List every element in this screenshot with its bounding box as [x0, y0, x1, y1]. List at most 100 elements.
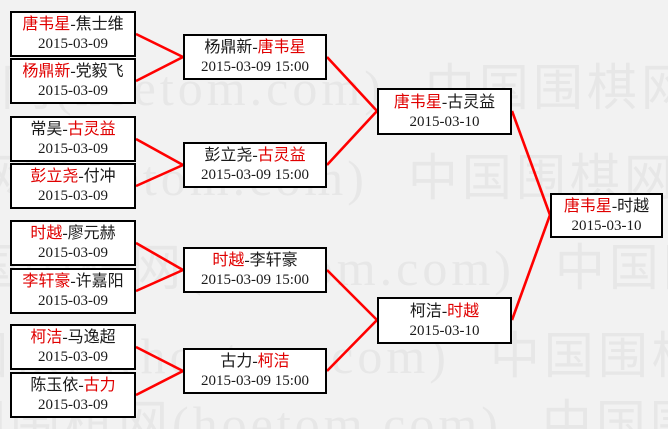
vs-dash: - — [78, 168, 84, 185]
connector — [135, 32, 184, 59]
match-date: 2015-03-09 — [38, 349, 108, 365]
match-players: 唐韦星-焦士维 — [22, 14, 123, 35]
match-date: 2015-03-10 — [409, 322, 480, 339]
match-round1-1: 唐韦星-焦士维 2015-03-09 — [10, 11, 136, 57]
player-name: 党毅飞 — [75, 63, 124, 80]
player-name: 廖元赫 — [67, 225, 116, 242]
match-round2-1: 杨鼎新-唐韦星 2015-03-09 15:00 — [183, 34, 327, 80]
player-name: 彭立尧 — [30, 168, 79, 185]
match-players: 唐韦星-时越 — [564, 196, 649, 217]
player-name: 李轩豪 — [249, 252, 298, 269]
player-name: 彭立尧 — [204, 147, 253, 164]
connector — [510, 110, 552, 216]
connector — [326, 269, 378, 321]
connector — [135, 55, 184, 83]
connector — [135, 163, 184, 188]
match-date: 2015-03-09 — [38, 36, 108, 52]
match-round1-7: 柯洁-马逸超 2015-03-09 — [10, 324, 136, 370]
match-round1-4: 彭立尧-付冲 2015-03-09 — [10, 163, 136, 209]
connector — [135, 345, 184, 373]
vs-dash: - — [611, 197, 618, 215]
player-name: 杨鼎新 — [204, 39, 253, 56]
match-date: 2015-03-09 — [38, 397, 108, 413]
player-name: 马逸超 — [67, 329, 116, 346]
match-round1-2: 杨鼎新-党毅飞 2015-03-09 — [10, 58, 136, 104]
match-round1-8: 陈玉依-古力 2015-03-09 — [10, 372, 136, 418]
player-name: 唐韦星 — [393, 93, 442, 111]
player-name: 古灵益 — [447, 93, 496, 111]
match-date: 2015-03-09 15:00 — [201, 59, 309, 75]
player-name: 李轩豪 — [22, 273, 71, 290]
match-date: 2015-03-09 15:00 — [201, 167, 309, 183]
match-players: 柯洁-马逸超 — [30, 327, 115, 348]
match-players: 杨鼎新-唐韦星 — [204, 37, 305, 58]
vs-dash: - — [441, 302, 448, 320]
match-date: 2015-03-09 15:00 — [201, 373, 309, 389]
vs-dash: - — [70, 63, 76, 80]
match-round1-5: 时越-廖元赫 2015-03-09 — [10, 220, 136, 266]
match-date: 2015-03-10 — [409, 113, 480, 130]
vs-dash: - — [62, 329, 68, 346]
player-name: 古灵益 — [257, 147, 306, 164]
match-date: 2015-03-09 15:00 — [201, 272, 309, 288]
vs-dash: - — [252, 147, 258, 164]
match-date: 2015-03-09 — [38, 245, 108, 261]
match-date: 2015-03-09 — [38, 141, 108, 157]
match-round2-3: 时越-李轩豪 2015-03-09 15:00 — [183, 247, 327, 293]
match-round2-2: 彭立尧-古灵益 2015-03-09 15:00 — [183, 142, 327, 188]
player-name: 柯洁 — [409, 302, 442, 320]
player-name: 柯洁 — [30, 329, 63, 346]
connector — [326, 319, 378, 372]
connector — [510, 214, 552, 321]
player-name: 陈玉依 — [30, 377, 79, 394]
match-players: 古力-柯洁 — [220, 351, 289, 372]
player-name: 唐韦星 — [563, 197, 612, 215]
match-players: 李轩豪-许嘉阳 — [22, 271, 123, 292]
vs-dash: - — [441, 93, 448, 111]
match-players: 柯洁-时越 — [410, 301, 479, 322]
player-name: 杨鼎新 — [22, 63, 71, 80]
player-name: 时越 — [447, 302, 480, 320]
player-name: 常昊 — [30, 121, 63, 138]
player-name: 时越 — [30, 225, 63, 242]
player-name: 时越 — [617, 197, 650, 215]
player-name: 柯洁 — [257, 353, 290, 370]
player-name: 唐韦星 — [22, 16, 71, 33]
connector — [135, 268, 184, 293]
match-date: 2015-03-09 — [38, 188, 108, 204]
match-players: 彭立尧-付冲 — [30, 166, 115, 187]
player-name: 古力 — [220, 353, 253, 370]
match-players: 彭立尧-古灵益 — [204, 145, 305, 166]
connector — [135, 241, 184, 272]
match-semifinal-2: 柯洁-时越 2015-03-10 — [377, 297, 512, 344]
vs-dash: - — [78, 377, 84, 394]
player-name: 焦士维 — [75, 16, 124, 33]
match-players: 时越-廖元赫 — [30, 223, 115, 244]
player-name: 古力 — [83, 377, 116, 394]
match-round2-4: 古力-柯洁 2015-03-09 15:00 — [183, 348, 327, 394]
vs-dash: - — [70, 16, 76, 33]
player-name: 唐韦星 — [257, 39, 306, 56]
match-round1-3: 常昊-古灵益 2015-03-09 — [10, 116, 136, 162]
vs-dash: - — [252, 353, 258, 370]
connector — [135, 369, 184, 397]
match-players: 杨鼎新-党毅飞 — [22, 61, 123, 82]
connector — [326, 110, 378, 166]
player-name: 许嘉阳 — [75, 273, 124, 290]
vs-dash: - — [70, 273, 76, 290]
match-round1-6: 李轩豪-许嘉阳 2015-03-09 — [10, 268, 136, 314]
match-semifinal-1: 唐韦星-古灵益 2015-03-10 — [377, 88, 512, 135]
vs-dash: - — [244, 252, 250, 269]
match-players: 时越-李轩豪 — [212, 250, 297, 271]
player-name: 付冲 — [83, 168, 116, 185]
vs-dash: - — [62, 121, 68, 138]
player-name: 古灵益 — [67, 121, 116, 138]
match-date: 2015-03-10 — [571, 217, 642, 234]
connector — [135, 137, 184, 167]
match-players: 唐韦星-古灵益 — [394, 92, 495, 113]
match-final: 唐韦星-时越 2015-03-10 — [550, 193, 663, 238]
vs-dash: - — [62, 225, 68, 242]
player-name: 时越 — [212, 252, 245, 269]
